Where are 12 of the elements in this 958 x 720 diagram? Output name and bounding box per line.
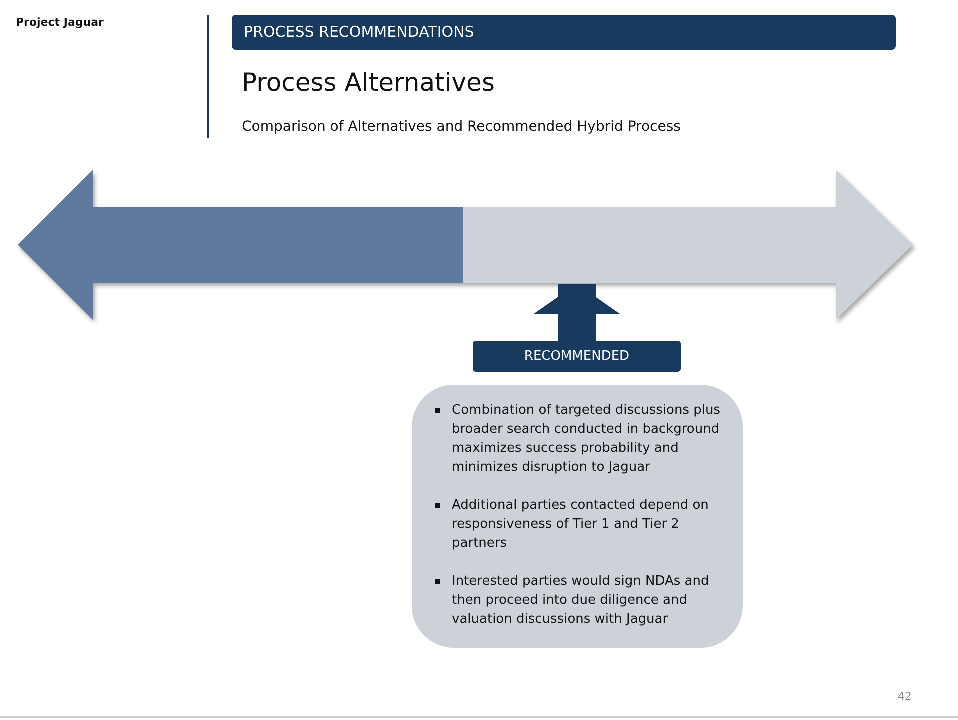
bullet-text: Combination of targeted discussions plus broader search conducted in background maximizes success probability and minimizes disruption to Jaguar <box>452 402 722 477</box>
project-name: Project Jaguar <box>16 16 104 29</box>
bullet-text: Additional parties contacted depend on responsiveness of Tier 1 and Tier 2 partners <box>452 497 710 553</box>
slide-title: Process Alternatives <box>242 68 495 97</box>
block-arrow <box>534 284 620 341</box>
bullet-text: Interested parties would sign NDAs and then proceed into due diligence and valuation discussions with Jaguar <box>452 573 710 629</box>
page-number: 42 <box>898 690 912 703</box>
rounded-text-panel <box>412 385 743 648</box>
recommendation-tag: RECOMMENDED <box>473 341 681 372</box>
header-band: PROCESS RECOMMENDATIONS <box>232 15 896 50</box>
slide-subtitle: Comparison of Alternatives and Recommended Hybrid Process <box>242 119 681 135</box>
double-arrow <box>18 170 913 320</box>
